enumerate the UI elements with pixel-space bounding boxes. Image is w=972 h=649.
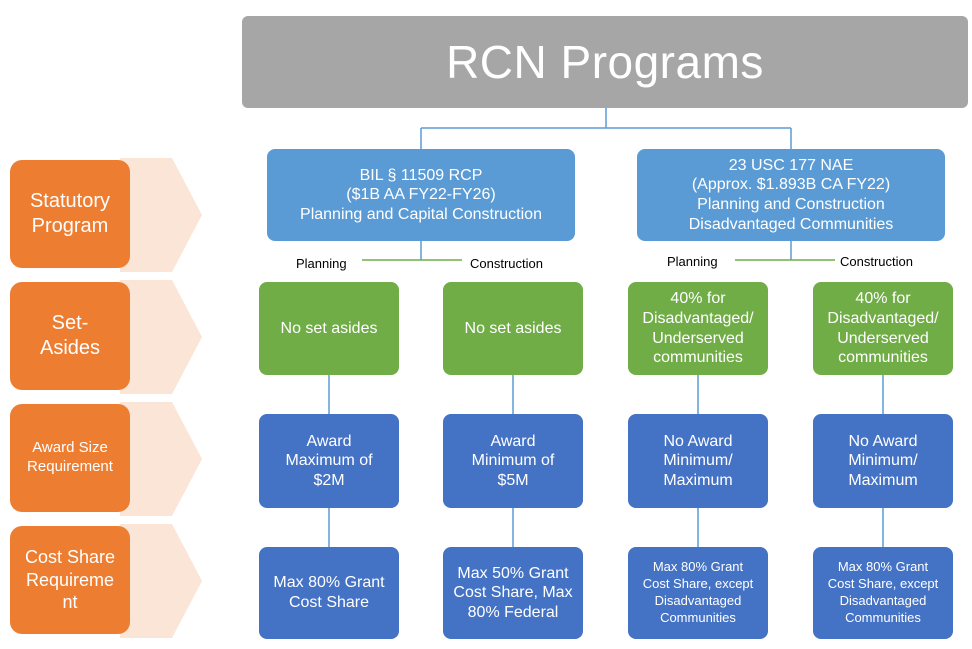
branch-label-planning: Planning xyxy=(296,256,347,271)
cost-share-text: Max 80% Grant Cost Share xyxy=(273,574,385,611)
set-aside-text: No set asides xyxy=(280,319,378,337)
category-arrow-statutory xyxy=(120,158,202,272)
set-aside-rcp-planning: No set asides xyxy=(259,282,399,375)
award-text: Award Minimum of $5M xyxy=(471,432,555,489)
category-arrow-award-size xyxy=(120,402,202,516)
category-cost-share: Cost Share Requireme nt xyxy=(10,526,130,634)
award-text: No Award Minimum/ Maximum xyxy=(848,432,918,489)
category-statutory-program: Statutory Program xyxy=(10,160,130,268)
branch-label-construction: Construction xyxy=(470,256,543,271)
category-set-asides: Set- Asides xyxy=(10,282,130,390)
program-label: 23 USC 177 NAE (Approx. $1.893B CA FY22)… xyxy=(688,156,894,233)
cost-share-nae-construction: Max 80% Grant Cost Share, except Disadva… xyxy=(813,547,953,639)
cost-share-rcp-construction: Max 50% Grant Cost Share, Max 80% Federa… xyxy=(443,547,583,639)
cost-share-text: Max 80% Grant Cost Share, except Disadva… xyxy=(827,559,939,625)
category-label: Cost Share Requireme nt xyxy=(24,547,116,613)
branch-label-construction: Construction xyxy=(840,254,913,269)
award-nae-construction: No Award Minimum/ Maximum xyxy=(813,414,953,508)
award-text: No Award Minimum/ Maximum xyxy=(663,432,733,489)
cost-share-text: Max 80% Grant Cost Share, except Disadva… xyxy=(642,559,754,625)
cost-share-rcp-planning: Max 80% Grant Cost Share xyxy=(259,547,399,639)
page-title: RCN Programs xyxy=(242,16,968,108)
cost-share-nae-planning: Max 80% Grant Cost Share, except Disadva… xyxy=(628,547,768,639)
program-bil-11509-rcp: BIL § 11509 RCP ($1B AA FY22-FY26) Plann… xyxy=(267,149,575,241)
award-rcp-construction: Award Minimum of $5M xyxy=(443,414,583,508)
category-arrow-cost-share xyxy=(120,524,202,638)
category-arrow-set-asides xyxy=(120,280,202,394)
award-nae-planning: No Award Minimum/ Maximum xyxy=(628,414,768,508)
set-aside-text: No set asides xyxy=(464,319,562,337)
award-text: Award Maximum of $2M xyxy=(285,432,373,489)
set-aside-rcp-construction: No set asides xyxy=(443,282,583,375)
set-aside-nae-construction: 40% for Disadvantaged/ Underserved commu… xyxy=(813,282,953,375)
set-aside-nae-planning: 40% for Disadvantaged/ Underserved commu… xyxy=(628,282,768,375)
set-aside-text: 40% for Disadvantaged/ Underserved commu… xyxy=(642,290,754,367)
program-label: BIL § 11509 RCP ($1B AA FY22-FY26) Plann… xyxy=(300,166,542,223)
award-rcp-planning: Award Maximum of $2M xyxy=(259,414,399,508)
category-label: Award Size Requirement xyxy=(27,439,113,475)
program-23-usc-177-nae: 23 USC 177 NAE (Approx. $1.893B CA FY22)… xyxy=(637,149,945,241)
cost-share-text: Max 50% Grant Cost Share, Max 80% Federa… xyxy=(453,564,573,621)
category-label: Set- Asides xyxy=(39,312,101,359)
category-award-size: Award Size Requirement xyxy=(10,404,130,512)
branch-label-planning: Planning xyxy=(667,254,718,269)
category-label: Statutory Program xyxy=(29,190,111,237)
set-aside-text: 40% for Disadvantaged/ Underserved commu… xyxy=(827,290,939,367)
